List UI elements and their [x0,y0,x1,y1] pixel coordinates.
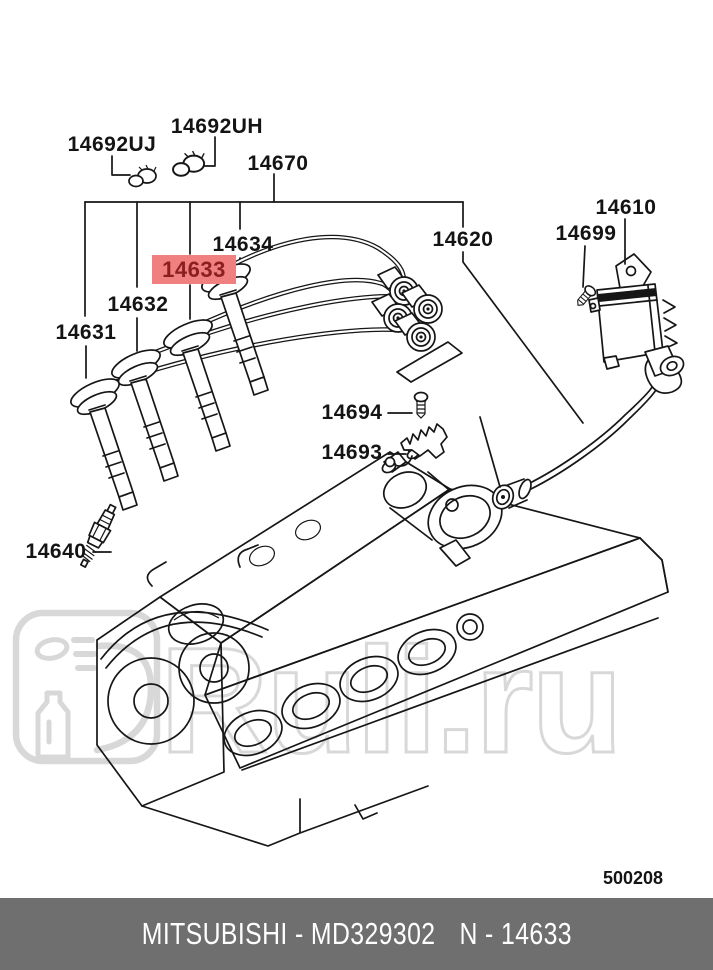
footer-part-ref: N - 14633 [459,916,572,951]
bolt-14694-drawing [413,391,429,419]
wire-bracket [396,341,463,383]
intake-ports [223,613,484,757]
ruli-logo-box [12,609,161,765]
part-label-14694[interactable]: 14694 [322,401,383,424]
part-label-14632[interactable]: 14632 [108,293,169,316]
footer-brand-code: MITSUBISHI - MD329302 [141,916,436,951]
clip-14692uh-drawing [172,150,206,177]
plate-number: 500208 [603,868,663,888]
watermark-text: Ruli.ru [160,616,621,784]
coil-wire-drawing [491,353,683,510]
wire-set-drawing [66,234,463,511]
part-label-14633[interactable]: 14633 [162,257,226,282]
clip-14692uj-drawing [128,164,157,188]
engine-head-drawing [96,451,669,847]
spark-plug-boot-1 [66,372,138,511]
part-label-14610[interactable]: 14610 [596,196,657,219]
leader-lines [84,136,626,553]
part-label-14693[interactable]: 14693 [322,441,383,464]
part-label-14631[interactable]: 14631 [56,321,117,344]
ignition-coil-drawing [588,253,685,377]
ruli-watermark: Ruli.ru [12,609,624,786]
spark-plug-boot-3 [159,313,231,452]
part-label-14634[interactable]: 14634 [213,233,274,256]
part-label-14692UJ[interactable]: 14692UJ [68,133,157,156]
part-label-14692UH[interactable]: 14692UH [171,115,263,138]
cable-clamp-14693-drawing [384,423,448,468]
highlight-14633[interactable] [152,255,236,284]
part-label-14640[interactable]: 14640 [26,540,87,563]
spark-plug-drawing [79,503,117,568]
part-label-14699[interactable]: 14699 [556,222,617,245]
part-label-14670[interactable]: 14670 [248,152,309,175]
footer-bar: MITSUBISHI - MD329302 N - 14633 [0,898,713,970]
part-label-14620[interactable]: 14620 [433,228,494,251]
